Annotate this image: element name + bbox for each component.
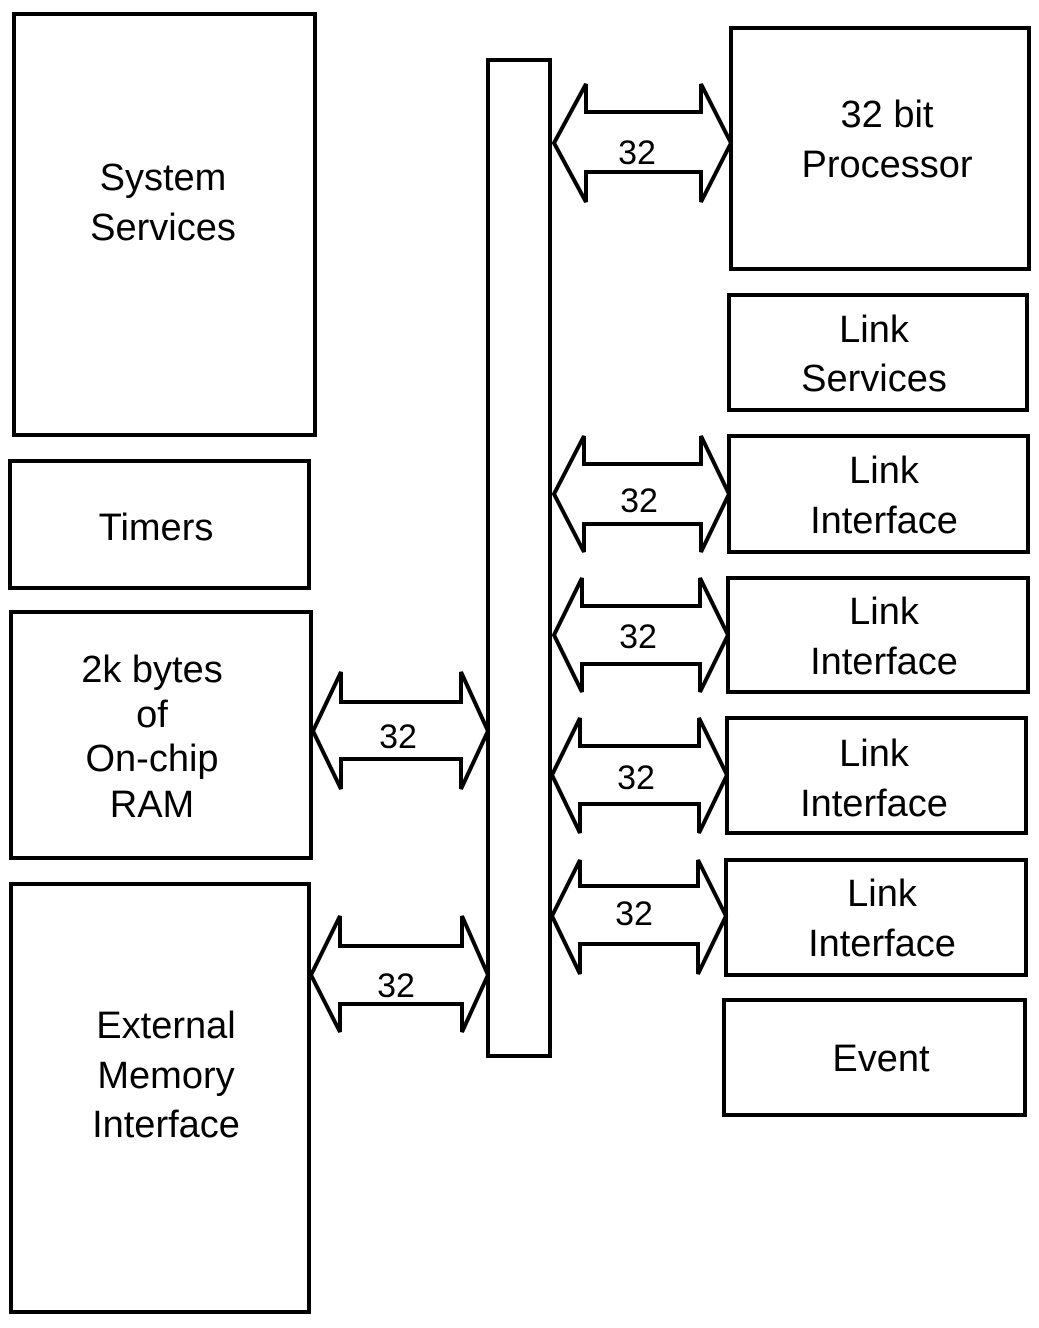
processor-block: 32 bit Processor: [729, 26, 1031, 271]
processor-bus-arrow: 32: [551, 83, 734, 203]
link-interface-3-label-line-2: Interface: [800, 783, 948, 825]
link-services-block: Link Services: [727, 293, 1029, 412]
timers-block: Timers: [8, 459, 311, 590]
link-services-label-line-1: Link: [839, 309, 910, 351]
external-memory-label-line-2: Memory: [97, 1055, 234, 1097]
ram-label-line-1: 2k bytes: [81, 649, 223, 691]
timers-label: Timers: [99, 507, 214, 549]
link-interface-3-label-line-1: Link: [839, 733, 910, 775]
external-memory-bus-arrow: 32: [308, 915, 491, 1033]
link-interface-1-bus-arrow: 32: [551, 435, 732, 553]
ram-label-line-2: of: [136, 694, 168, 736]
link-interface-1-label-line-2: Interface: [810, 500, 958, 542]
external-memory-interface-block: External Memory Interface: [9, 882, 311, 1314]
processor-label-line-2: Processor: [801, 144, 972, 186]
ram-label-line-3: On-chip: [85, 738, 218, 780]
link-1-bus-width-label: 32: [620, 482, 658, 520]
link-3-bus-width-label: 32: [617, 759, 655, 797]
system-services-label-line-1: System: [100, 157, 227, 199]
link-4-bus-width-label: 32: [615, 895, 653, 933]
ram-bus-arrow: 32: [310, 671, 491, 790]
external-memory-label-line-1: External: [96, 1005, 235, 1047]
processor-label-line-1: 32 bit: [841, 94, 934, 136]
link-interface-4-label-line-1: Link: [847, 873, 918, 915]
link-interface-block-4: Link Interface: [724, 858, 1028, 977]
link-interface-4-label-line-2: Interface: [808, 923, 956, 965]
system-services-label-line-2: Services: [90, 207, 236, 249]
event-block: Event: [722, 998, 1027, 1117]
link-interface-block-2: Link Interface: [726, 576, 1030, 694]
link-services-label-line-2: Services: [801, 358, 947, 400]
internal-bus: [486, 58, 552, 1058]
ram-bus-width-label: 32: [379, 718, 417, 756]
link-interface-3-bus-arrow: 32: [549, 717, 730, 834]
external-memory-bus-width-label: 32: [377, 967, 415, 1005]
link-interface-block-1: Link Interface: [727, 434, 1030, 554]
link-interface-block-3: Link Interface: [725, 716, 1028, 835]
link-interface-2-label-line-1: Link: [849, 591, 920, 633]
link-interface-1-label-line-1: Link: [849, 450, 920, 492]
system-services-block: System Services: [12, 12, 317, 437]
on-chip-ram-block: 2k bytes of On-chip RAM: [9, 610, 313, 860]
event-label: Event: [832, 1038, 930, 1080]
external-memory-label-line-3: Interface: [92, 1104, 240, 1146]
link-2-bus-width-label: 32: [619, 618, 657, 656]
link-interface-4-bus-arrow: 32: [549, 859, 729, 975]
link-interface-2-bus-arrow: 32: [551, 577, 731, 693]
processor-bus-width-label: 32: [618, 134, 656, 172]
ram-label-line-4: RAM: [110, 784, 194, 826]
link-interface-2-label-line-2: Interface: [810, 641, 958, 683]
